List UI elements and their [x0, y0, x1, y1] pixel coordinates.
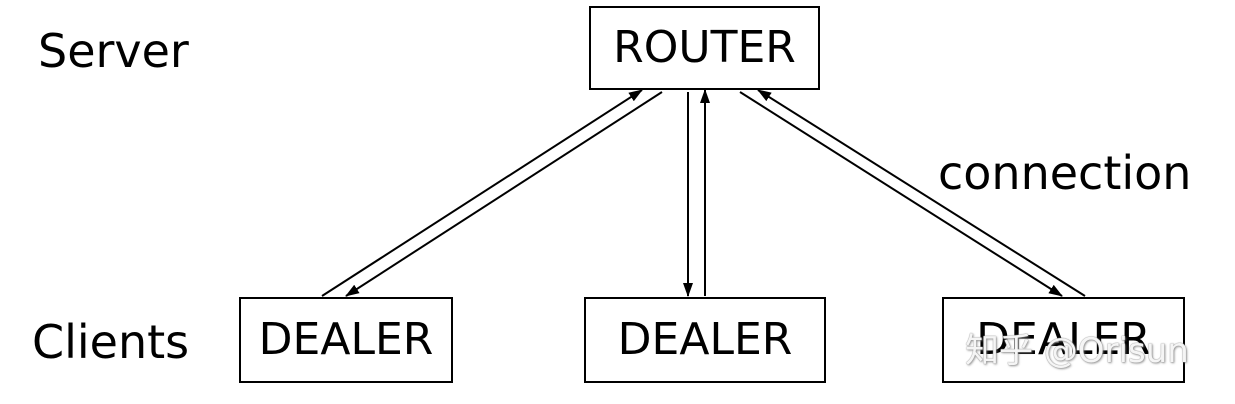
- arrow-dealer1-to-router: [321, 89, 643, 297]
- connection-label: connection: [938, 146, 1192, 200]
- dealer-box-1: DEALER: [239, 297, 453, 383]
- dealer-label: DEALER: [617, 314, 793, 365]
- dealer-box-3: DEALER: [942, 297, 1185, 383]
- arrow-dealer3-to-router: [757, 89, 1086, 297]
- server-label: Server: [38, 24, 189, 78]
- arrow-router-to-dealer3: [739, 91, 1063, 297]
- dealer-label: DEALER: [976, 314, 1151, 365]
- clients-label: Clients: [32, 315, 190, 369]
- dealer-box-2: DEALER: [584, 297, 826, 383]
- watermark: 知乎 @Orisun: [965, 331, 1189, 371]
- router-label: ROUTER: [613, 22, 796, 73]
- router-box: ROUTER: [589, 6, 820, 90]
- arrow-router-to-dealer1: [345, 91, 663, 297]
- dealer-label: DEALER: [258, 314, 434, 365]
